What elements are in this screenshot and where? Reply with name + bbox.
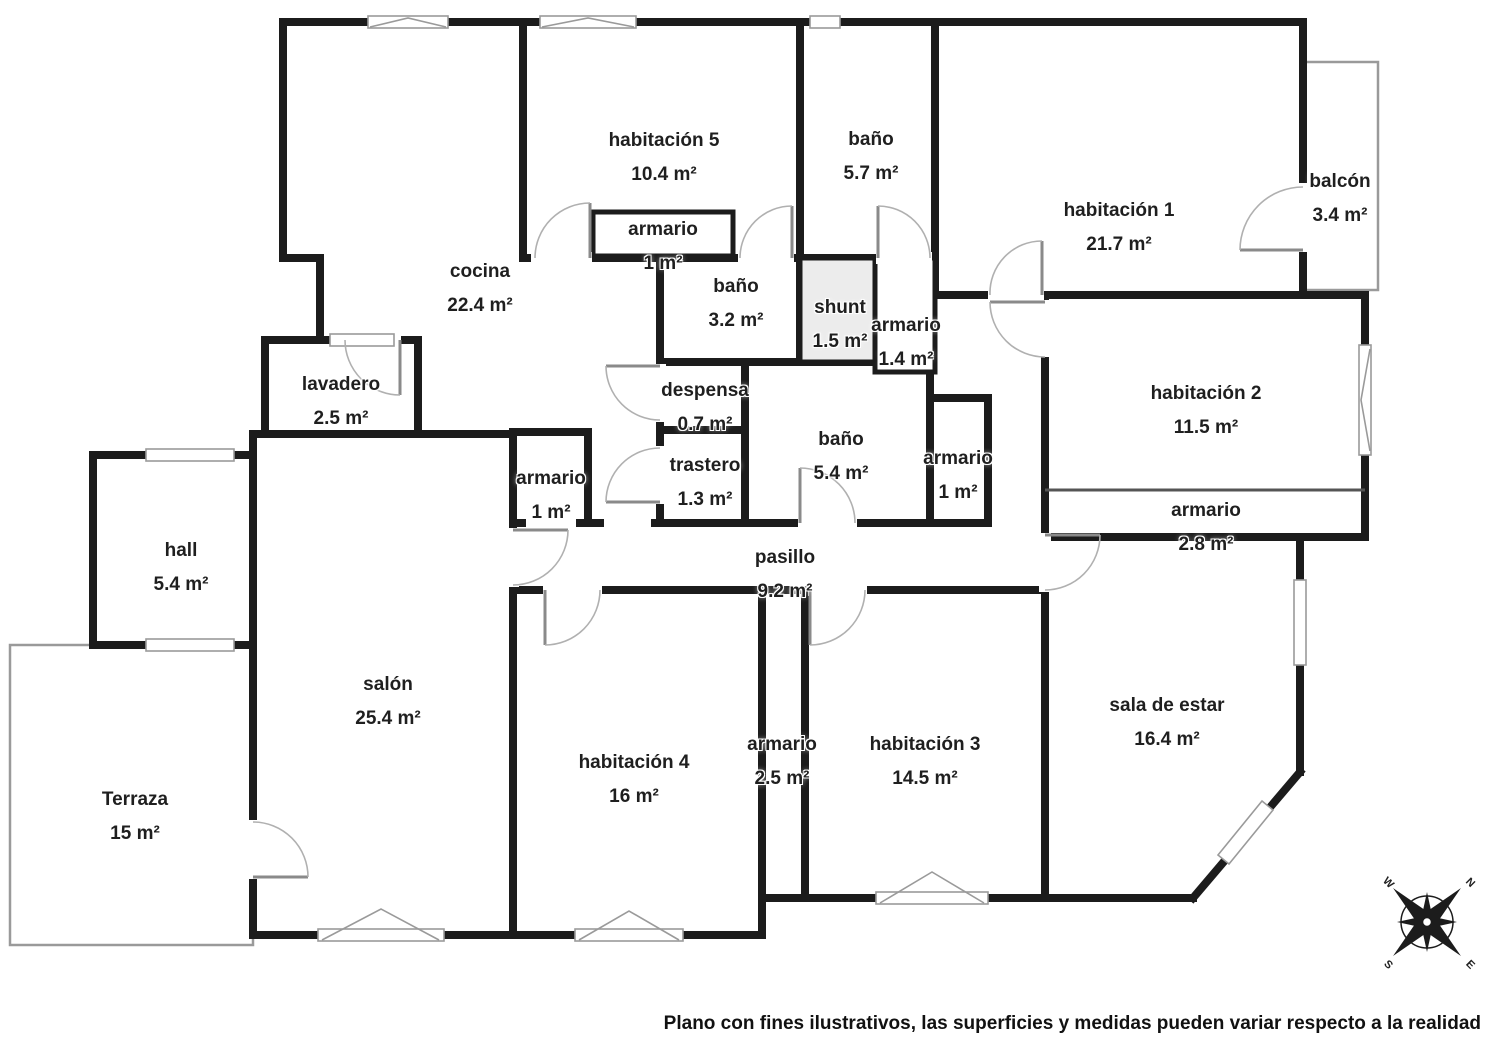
window-sala-diagonal — [1216, 799, 1275, 866]
closets — [590, 209, 1365, 492]
shunt-box — [797, 255, 878, 365]
door-sala — [1044, 533, 1101, 591]
window-hall-top — [145, 448, 235, 462]
compass-e: E — [1463, 958, 1477, 972]
window-hab5-top — [539, 15, 637, 29]
door-trastero — [605, 447, 661, 504]
window-hab4-bottom — [574, 928, 684, 942]
door-bano54 — [798, 467, 856, 524]
window-bano-top — [809, 15, 841, 29]
door-salon — [512, 528, 569, 586]
door-despensa — [605, 364, 661, 421]
door-hab2 — [989, 300, 1046, 358]
terrace-outline — [8, 643, 255, 947]
window-hall-bottom — [145, 638, 235, 652]
door-hab4 — [543, 589, 601, 646]
door-lavadero — [344, 339, 402, 396]
door-hab1 — [989, 240, 1044, 296]
compass-rose: N E S W — [1380, 875, 1477, 972]
disclaimer-text: Plano con fines ilustrativos, las superf… — [663, 1013, 1481, 1034]
doors — [252, 186, 1304, 879]
door-hab5 — [534, 202, 592, 259]
window-cocina-top — [367, 15, 449, 29]
compass-s: S — [1381, 958, 1395, 972]
door-bano57 — [876, 205, 931, 259]
window-sala-right — [1293, 579, 1307, 666]
windows — [145, 15, 1372, 942]
wall-step — [758, 894, 809, 939]
door-bano32 — [739, 205, 794, 259]
window-hab2-right — [1358, 344, 1372, 456]
compass-n: N — [1463, 876, 1477, 890]
balcony-outline — [1301, 60, 1380, 292]
closet-hab5-box — [590, 209, 736, 259]
window-salon-bottom — [317, 928, 445, 942]
outdoor-areas — [8, 60, 1380, 947]
window-lavadero-top — [329, 333, 395, 347]
door-balcon — [1239, 186, 1304, 252]
door-hab3 — [808, 589, 866, 646]
window-hab3-bottom — [875, 891, 989, 905]
door-terraza — [252, 821, 309, 879]
closet-14-box — [872, 255, 938, 375]
walls — [89, 18, 1369, 939]
